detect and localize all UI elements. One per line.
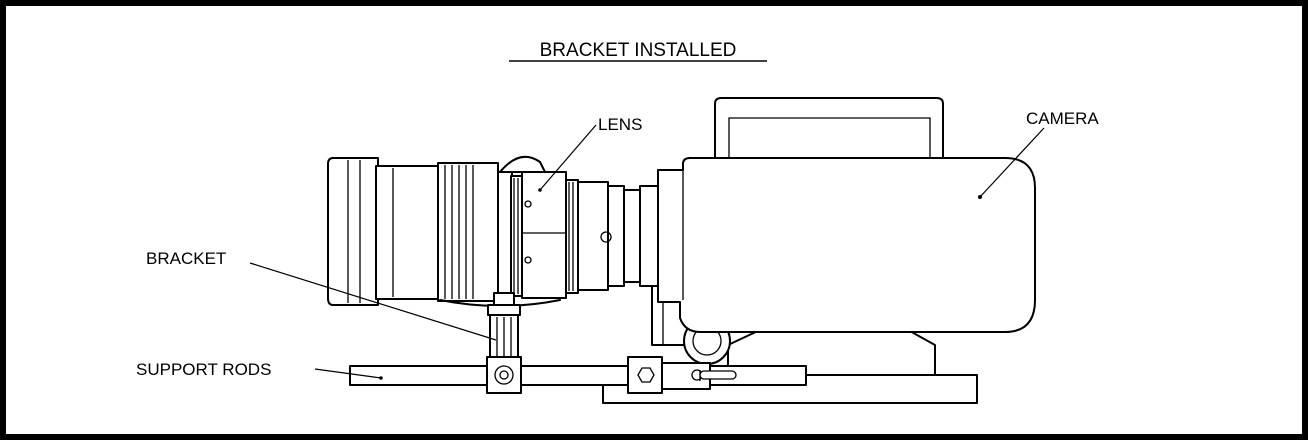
bracket (487, 292, 521, 362)
lens-label: LENS (598, 115, 642, 134)
camera-leader (979, 127, 1045, 198)
support-rods-leader (314, 368, 382, 379)
support-rods (349, 356, 807, 394)
support-rods-label: SUPPORT RODS (136, 360, 271, 379)
lens-assembly (327, 155, 659, 307)
diagram-title: BRACKET INSTALLED (540, 40, 737, 61)
bracket-leader (249, 262, 497, 341)
lens-leader (539, 124, 597, 191)
bracket-label: BRACKET (146, 249, 226, 268)
camera-label: CAMERA (1026, 109, 1099, 128)
camera-body (602, 97, 1036, 404)
